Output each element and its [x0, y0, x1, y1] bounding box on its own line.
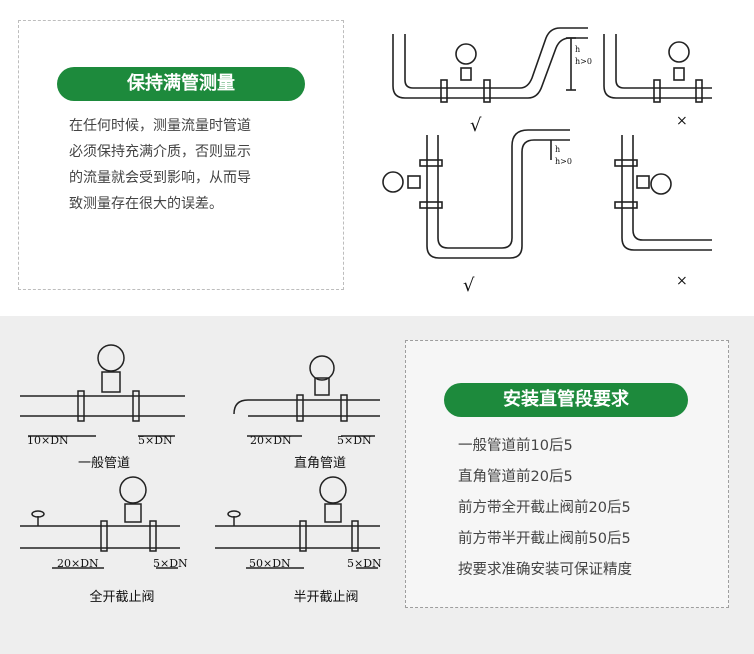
- diagram-caption: 一般管道: [77, 456, 130, 471]
- height-label: h: [555, 145, 560, 154]
- no-mark: ×: [676, 113, 688, 129]
- upstream-length-label: 10×DN: [27, 434, 69, 447]
- pipe-diagram-downward-no: [603, 34, 712, 103]
- requirement-item: 一般管道前10后5: [458, 438, 573, 454]
- description-line: 必须保持充满介质，否则显示: [69, 144, 251, 160]
- diagram-caption: 半开截止阀: [293, 590, 359, 605]
- upstream-length-label: 20×DN: [57, 557, 99, 570]
- straight-pipe-card: 安装直管段要求 一般管道前10后5 直角管道前20后5 前方带全开截止阀前20后…: [405, 340, 729, 608]
- full-pipe-title-badge: 保持满管测量: [57, 67, 305, 101]
- downstream-length-label: 5×DN: [347, 557, 382, 570]
- requirement-item: 前方带半开截止阀前50后5: [458, 531, 631, 547]
- requirement-item: 前方带全开截止阀前20后5: [458, 500, 631, 516]
- no-mark: ×: [676, 273, 688, 289]
- height-label: h>0: [575, 57, 592, 66]
- full-pipe-diagrams: √ × √ × h h>0 h h>0: [382, 27, 712, 296]
- requirement-item: 按要求准确安装可保证精度: [458, 562, 632, 578]
- pipe-diagram-upward-ok: [392, 27, 588, 103]
- top-section: 保持满管测量 在任何时候，测量流量时管道 必须保持充满介质，否则显示 的流量就会…: [0, 0, 754, 316]
- upstream-length-label: 50×DN: [249, 557, 291, 570]
- diagram-caption: 全开截止阀: [89, 590, 155, 605]
- downstream-length-label: 5×DN: [153, 557, 188, 570]
- full-pipe-card: 保持满管测量 在任何时候，测量流量时管道 必须保持充满介质，否则显示 的流量就会…: [18, 20, 344, 290]
- requirement-item: 直角管道前20后5: [458, 469, 573, 485]
- half-open-valve-diagram: [215, 476, 380, 569]
- pipe-diagram-vertical-up-ok: [382, 129, 570, 259]
- bottom-section: 10×DN 5×DN 20×DN 5×DN 20×DN 5×DN 50×DN 5…: [0, 316, 754, 654]
- straight-pipe-title-badge: 安装直管段要求: [444, 383, 688, 417]
- upstream-length-label: 20×DN: [250, 434, 292, 447]
- description-line: 在任何时候，测量流量时管道: [69, 118, 251, 134]
- elbow-pipe-diagram: [233, 355, 380, 437]
- description-line: 的流量就会受到影响，从而导: [69, 170, 251, 186]
- general-pipe-diagram: [20, 344, 185, 437]
- pipe-diagram-vertical-down-no: [614, 135, 712, 251]
- height-label: h>0: [555, 157, 572, 166]
- requirements-list: 一般管道前10后5 直角管道前20后5 前方带全开截止阀前20后5 前方带半开截…: [458, 431, 632, 586]
- straight-pipe-diagrams: 10×DN 5×DN 20×DN 5×DN 20×DN 5×DN 50×DN 5…: [20, 344, 382, 570]
- downstream-length-label: 5×DN: [337, 434, 372, 447]
- downstream-length-label: 5×DN: [138, 434, 173, 447]
- ok-mark: √: [463, 275, 475, 296]
- height-label: h: [575, 45, 580, 54]
- description-line: 致测量存在很大的误差。: [69, 196, 223, 212]
- diagram-caption: 直角管道: [293, 456, 346, 471]
- full-open-valve-diagram: [20, 476, 180, 569]
- ok-mark: √: [470, 115, 482, 136]
- full-pipe-description: 在任何时候，测量流量时管道 必须保持充满介质，否则显示 的流量就会受到影响，从而…: [69, 113, 309, 217]
